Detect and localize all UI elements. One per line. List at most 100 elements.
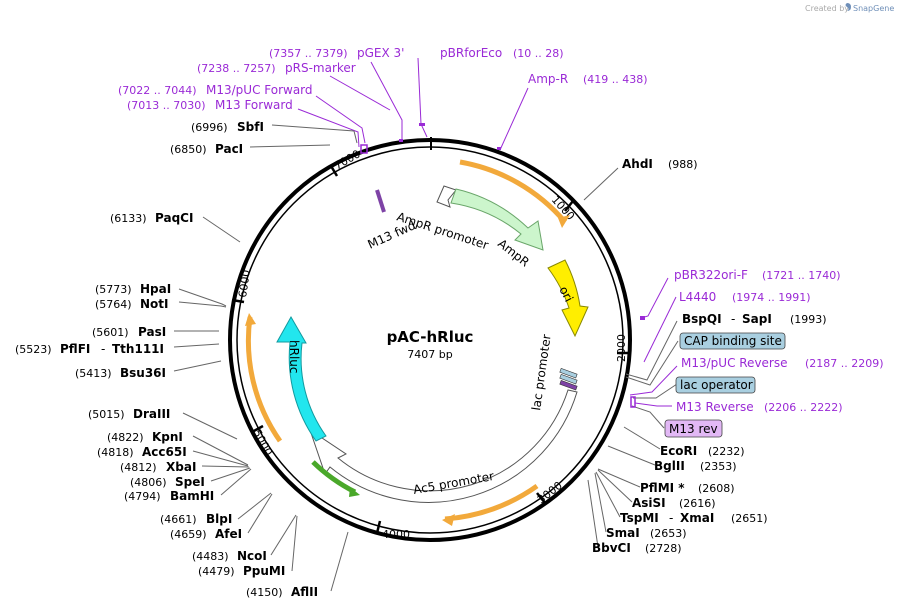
enzyme-pos-bspqi: (1993) xyxy=(790,313,827,326)
enzyme-name-hpai: HpaI xyxy=(140,282,171,296)
primer-range-prs-marker: (7238 .. 7257) xyxy=(197,62,276,75)
enzyme-pos-afei: (4659) xyxy=(170,528,207,541)
enzyme-pos-ecori: (2232) xyxy=(708,445,745,458)
cap-binding-site-box xyxy=(679,332,786,350)
enzyme-pos-asisi: (2616) xyxy=(679,497,716,510)
enzyme-pos-ncoi: (4483) xyxy=(192,550,229,563)
enzyme-name-ppumi: PpuMI xyxy=(243,564,285,578)
enzyme-pos-acc65i: (4818) xyxy=(97,446,134,459)
enzyme-pos-aflii: (4150) xyxy=(246,586,283,599)
primer-name-pbrforeco: pBRforEco xyxy=(440,46,502,60)
enzyme-name-noti: NotI xyxy=(140,297,169,311)
watermark-prefix: Created by xyxy=(805,4,849,13)
enzyme-name-ahdi: AhdI xyxy=(622,157,653,171)
enzyme-pos-spei: (4806) xyxy=(130,476,167,489)
primer-name-prs-marker: pRS-marker xyxy=(285,61,356,75)
top-primer-leaders xyxy=(297,57,529,154)
enzyme-pos-ahdi: (988) xyxy=(668,158,698,171)
primer-name-m13-reverse: M13 Reverse xyxy=(676,400,754,414)
lac-promoter-label: lac promoter xyxy=(529,333,554,411)
enzyme-pos-bamhi: (4794) xyxy=(124,490,161,503)
hrluc-label: hRluc xyxy=(287,340,301,373)
enzyme-sep-pflfi: - xyxy=(101,342,105,356)
enzyme-name-draiii: DraIII xyxy=(133,407,170,421)
enzyme-name-ecori: EcoRI xyxy=(660,444,697,458)
cap-binding-site-label: CAP binding site xyxy=(684,334,782,348)
enzyme-pos-tspmi: (2651) xyxy=(731,512,768,525)
orf-arcs xyxy=(245,159,567,522)
ampr-arrow xyxy=(450,188,544,251)
orf-arrowheads xyxy=(245,215,570,526)
primer-name-ampr: Amp-R xyxy=(528,72,568,86)
primer-range-pbrforeco: (10 .. 28) xyxy=(513,47,564,60)
enzyme-name-bspqi: BspQI xyxy=(682,312,722,326)
enzyme-name-bbvci: BbvCI xyxy=(592,541,631,555)
enzyme-name-paci: PacI xyxy=(215,142,243,156)
enzyme-name-aflii: AflII xyxy=(291,585,318,599)
primer-range-m13-forward: (7013 .. 7030) xyxy=(127,99,206,112)
left-enzyme-leaders xyxy=(173,124,358,592)
enzyme-name-pasi: PasI xyxy=(138,325,166,339)
enzyme-name-paqci: PaqCI xyxy=(155,211,193,225)
enzyme-name-afei: AfeI xyxy=(215,527,242,541)
green-arrowhead xyxy=(349,487,360,497)
primer-name-m13puc-fwd: M13/pUC Forward xyxy=(206,83,313,97)
enzyme-pos-smai: (2653) xyxy=(650,527,687,540)
right-leaders xyxy=(583,167,679,548)
primer-name-m13puc-rev: M13/pUC Reverse xyxy=(681,356,788,370)
enzyme-pos-pflfi: (5523) xyxy=(15,343,52,356)
enzyme-name-asisi: AsiSI xyxy=(632,496,666,510)
hrluc-arrow xyxy=(276,315,327,442)
primer-range-m13-reverse: (2206 .. 2222) xyxy=(764,401,843,414)
ampr-promoter-arrow xyxy=(436,185,457,208)
ori-arrow xyxy=(547,259,589,338)
m13-rev-box xyxy=(664,419,723,438)
enzyme-pos-pasi: (5601) xyxy=(92,326,129,339)
enzyme-name-xmai: XmaI xyxy=(680,511,714,525)
tick-4000: 4000 xyxy=(382,528,410,541)
enzyme-sep-tspmi: - xyxy=(669,511,673,525)
tick-marks xyxy=(231,165,629,534)
enzyme-name-ncoi: NcoI xyxy=(237,549,267,563)
lac-operator-box xyxy=(675,376,756,394)
enzyme-name-sapi: SapI xyxy=(742,312,772,326)
enzyme-name-pflfi: PflFI xyxy=(60,342,90,356)
enzyme-name-kpni: KpnI xyxy=(152,430,183,444)
enzyme-pos-bsu36i: (5413) xyxy=(75,367,112,380)
enzyme-sep-bspqi: - xyxy=(731,312,735,326)
enzyme-pos-sbfi: (6996) xyxy=(191,121,228,134)
enzyme-name-acc65i: Acc65I xyxy=(142,445,187,459)
enzyme-pos-draiii: (5015) xyxy=(88,408,125,421)
tick-2000: 2000 xyxy=(615,334,628,362)
primer-range-m13puc-fwd: (7022 .. 7044) xyxy=(118,84,197,97)
primer-name-pbr322ori-f: pBR322ori-F xyxy=(674,268,748,282)
enzyme-pos-paci: (6850) xyxy=(170,143,207,156)
enzyme-pos-noti: (5764) xyxy=(95,298,132,311)
enzyme-name-bsu36i: Bsu36I xyxy=(120,366,166,380)
watermark-brand: SnapGene xyxy=(853,4,894,13)
enzyme-pos-paqci: (6133) xyxy=(110,212,147,225)
lac-region xyxy=(559,367,578,391)
enzyme-pos-kpni: (4822) xyxy=(107,431,144,444)
primer-range-pbr322ori-f: (1721 .. 1740) xyxy=(762,269,841,282)
enzyme-name-sbfi: SbfI xyxy=(237,120,264,134)
enzyme-pos-hpai: (5773) xyxy=(95,283,132,296)
enzyme-name-bamhi: BamHI xyxy=(170,489,214,503)
plasmid-size: 7407 bp xyxy=(407,348,452,361)
primer-range-l4440: (1974 .. 1991) xyxy=(732,291,811,304)
enzyme-pos-bglii: (2353) xyxy=(700,460,737,473)
enzyme-name-spei: SpeI xyxy=(175,475,205,489)
enzyme-name-tth111i: Tth111I xyxy=(112,342,164,356)
enzyme-name-pflmi: PflMI * xyxy=(640,481,685,495)
enzyme-name-xbai: XbaI xyxy=(166,460,196,474)
enzyme-pos-blpi: (4661) xyxy=(160,513,197,526)
m13-rev-label: M13 rev xyxy=(669,422,718,436)
enzyme-name-bglii: BglII xyxy=(654,459,685,473)
enzyme-name-blpi: BlpI xyxy=(206,512,232,526)
m13-fwd-primer-icon xyxy=(375,189,386,213)
primer-name-m13-forward: M13 Forward xyxy=(215,98,293,112)
snapgene-logo-icon xyxy=(845,3,851,11)
primer-name-pgex3: pGEX 3' xyxy=(357,46,404,60)
enzyme-pos-ppumi: (4479) xyxy=(198,565,235,578)
